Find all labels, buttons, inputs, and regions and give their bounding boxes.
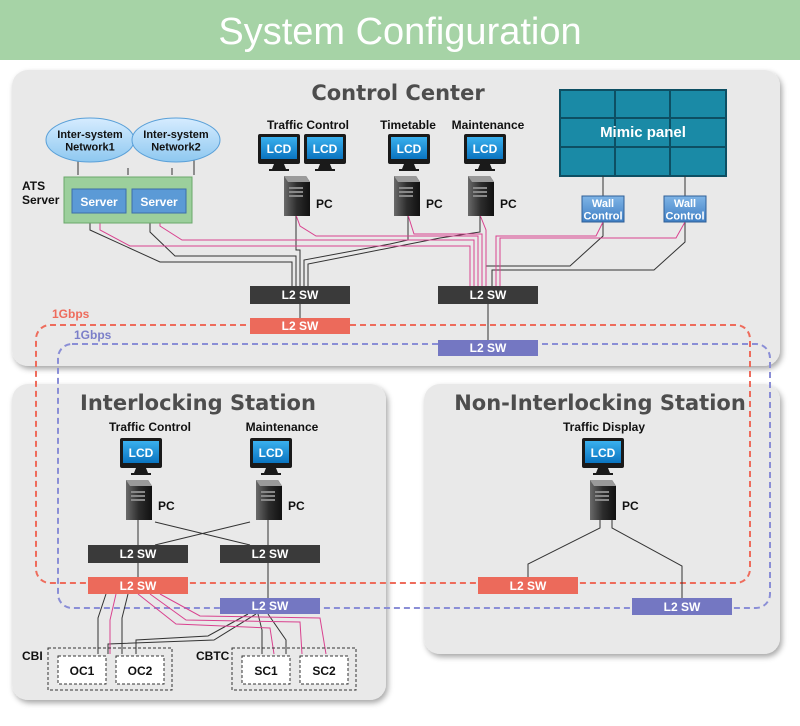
svg-text:L2 SW: L2 SW bbox=[120, 547, 157, 561]
pc-tower-icon bbox=[468, 176, 494, 216]
mimic-panel: Mimic panel bbox=[559, 89, 727, 177]
pc-tower-icon bbox=[394, 176, 420, 216]
control-center-title: Control Center bbox=[311, 81, 485, 105]
svg-text:L2 SW: L2 SW bbox=[282, 319, 319, 333]
red-1gbps-loop bbox=[35, 324, 751, 584]
server-box-1 bbox=[71, 188, 127, 214]
network-lines bbox=[35, 155, 771, 655]
is-maintenance-label: Maintenance bbox=[246, 420, 319, 434]
lcd-monitor-icon: LCD bbox=[250, 438, 292, 475]
pc-tower-icon bbox=[284, 176, 310, 216]
cbtc-group bbox=[231, 647, 357, 691]
cbi-group bbox=[47, 647, 173, 691]
is-l2-switch-right: L2 SW bbox=[220, 545, 320, 563]
is-pc-label-1: PC bbox=[158, 499, 175, 513]
svg-text:L2 SW: L2 SW bbox=[120, 579, 157, 593]
cc-timetable-label: Timetable bbox=[380, 118, 436, 132]
cc-l2-switch-blue: L2 SW bbox=[438, 340, 538, 356]
is-l2-switch-left: L2 SW bbox=[88, 545, 188, 563]
pc-tower-icon bbox=[256, 480, 282, 520]
svg-text:L2 SW: L2 SW bbox=[252, 547, 289, 561]
blue-1gbps-loop bbox=[57, 343, 771, 609]
is-l2-switch-blue: L2 SW bbox=[220, 598, 320, 614]
nis-l2-switch-red: L2 SW bbox=[478, 577, 578, 594]
svg-text:SC2: SC2 bbox=[312, 664, 336, 678]
oc2-box: OC2 bbox=[115, 655, 165, 685]
wall-control-box-2 bbox=[663, 195, 707, 223]
nis-pc-label: PC bbox=[622, 499, 639, 513]
svg-text:LCD: LCD bbox=[259, 446, 284, 460]
lcd-monitor-icon: LCD bbox=[304, 134, 346, 171]
sc2-box: SC2 bbox=[299, 655, 349, 685]
svg-text:L2 SW: L2 SW bbox=[470, 341, 507, 355]
nis-traffic-display-label: Traffic Display bbox=[563, 420, 645, 434]
sc1-box: SC1 bbox=[241, 655, 291, 685]
interlocking-station-title: Interlocking Station bbox=[80, 391, 316, 415]
lcd-monitor-icon: LCD bbox=[258, 134, 300, 171]
is-l2-switch-red: L2 SW bbox=[88, 577, 188, 594]
svg-text:LCD: LCD bbox=[397, 142, 422, 156]
pc-tower-icon bbox=[590, 480, 616, 520]
svg-text:LCD: LCD bbox=[267, 142, 292, 156]
cbi-label: CBI bbox=[22, 649, 43, 663]
server-box-2 bbox=[131, 188, 187, 214]
lcd-monitor-icon: LCD bbox=[120, 438, 162, 475]
svg-text:OC1: OC1 bbox=[70, 664, 95, 678]
nis-l2-switch-blue: L2 SW bbox=[632, 598, 732, 615]
lcd-monitor-icon: LCD bbox=[464, 134, 506, 171]
cc-maintenance-label: Maintenance bbox=[452, 118, 525, 132]
is-pc-label-2: PC bbox=[288, 499, 305, 513]
lcd-monitor-icon: LCD bbox=[388, 134, 430, 171]
svg-text:LCD: LCD bbox=[473, 142, 498, 156]
is-traffic-control-label: Traffic Control bbox=[109, 420, 191, 434]
lcd-monitor-icon: LCD bbox=[582, 438, 624, 475]
svg-text:OC2: OC2 bbox=[128, 664, 153, 678]
cc-l2-switch-red: L2 SW bbox=[250, 318, 350, 334]
cc-pc-label-2: PC bbox=[426, 197, 443, 211]
non-interlocking-station-title: Non-Interlocking Station bbox=[454, 391, 746, 415]
cc-pc-label-1: PC bbox=[316, 197, 333, 211]
mimic-panel-label: Mimic panel bbox=[600, 124, 686, 141]
interlocking-station-panel bbox=[12, 384, 386, 700]
cbtc-label: CBTC bbox=[196, 649, 230, 663]
cc-pc-label-3: PC bbox=[500, 197, 517, 211]
svg-text:L2 SW: L2 SW bbox=[510, 579, 547, 593]
page-title: System Configuration bbox=[218, 11, 581, 53]
cc-l2-switch-right: L2 SW bbox=[438, 286, 538, 304]
wall-control-box-1 bbox=[581, 195, 625, 223]
oc1-box: OC1 bbox=[57, 655, 107, 685]
cc-l2-switch-left: L2 SW bbox=[250, 286, 350, 304]
svg-text:LCD: LCD bbox=[591, 446, 616, 460]
red-1gbps-label: 1Gbps bbox=[52, 307, 90, 321]
svg-text:L2 SW: L2 SW bbox=[282, 288, 319, 302]
cc-traffic-control-label: Traffic Control bbox=[267, 118, 349, 132]
svg-text:LCD: LCD bbox=[129, 446, 154, 460]
svg-text:L2 SW: L2 SW bbox=[664, 600, 701, 614]
svg-text:SC1: SC1 bbox=[254, 664, 278, 678]
server-2-label: Server bbox=[140, 195, 178, 209]
svg-text:L2 SW: L2 SW bbox=[252, 599, 289, 613]
svg-text:L2 SW: L2 SW bbox=[470, 288, 507, 302]
server-1-label: Server bbox=[80, 195, 118, 209]
blue-1gbps-label: 1Gbps bbox=[74, 328, 112, 342]
svg-text:LCD: LCD bbox=[313, 142, 338, 156]
title-banner bbox=[0, 0, 800, 60]
pc-tower-icon bbox=[126, 480, 152, 520]
